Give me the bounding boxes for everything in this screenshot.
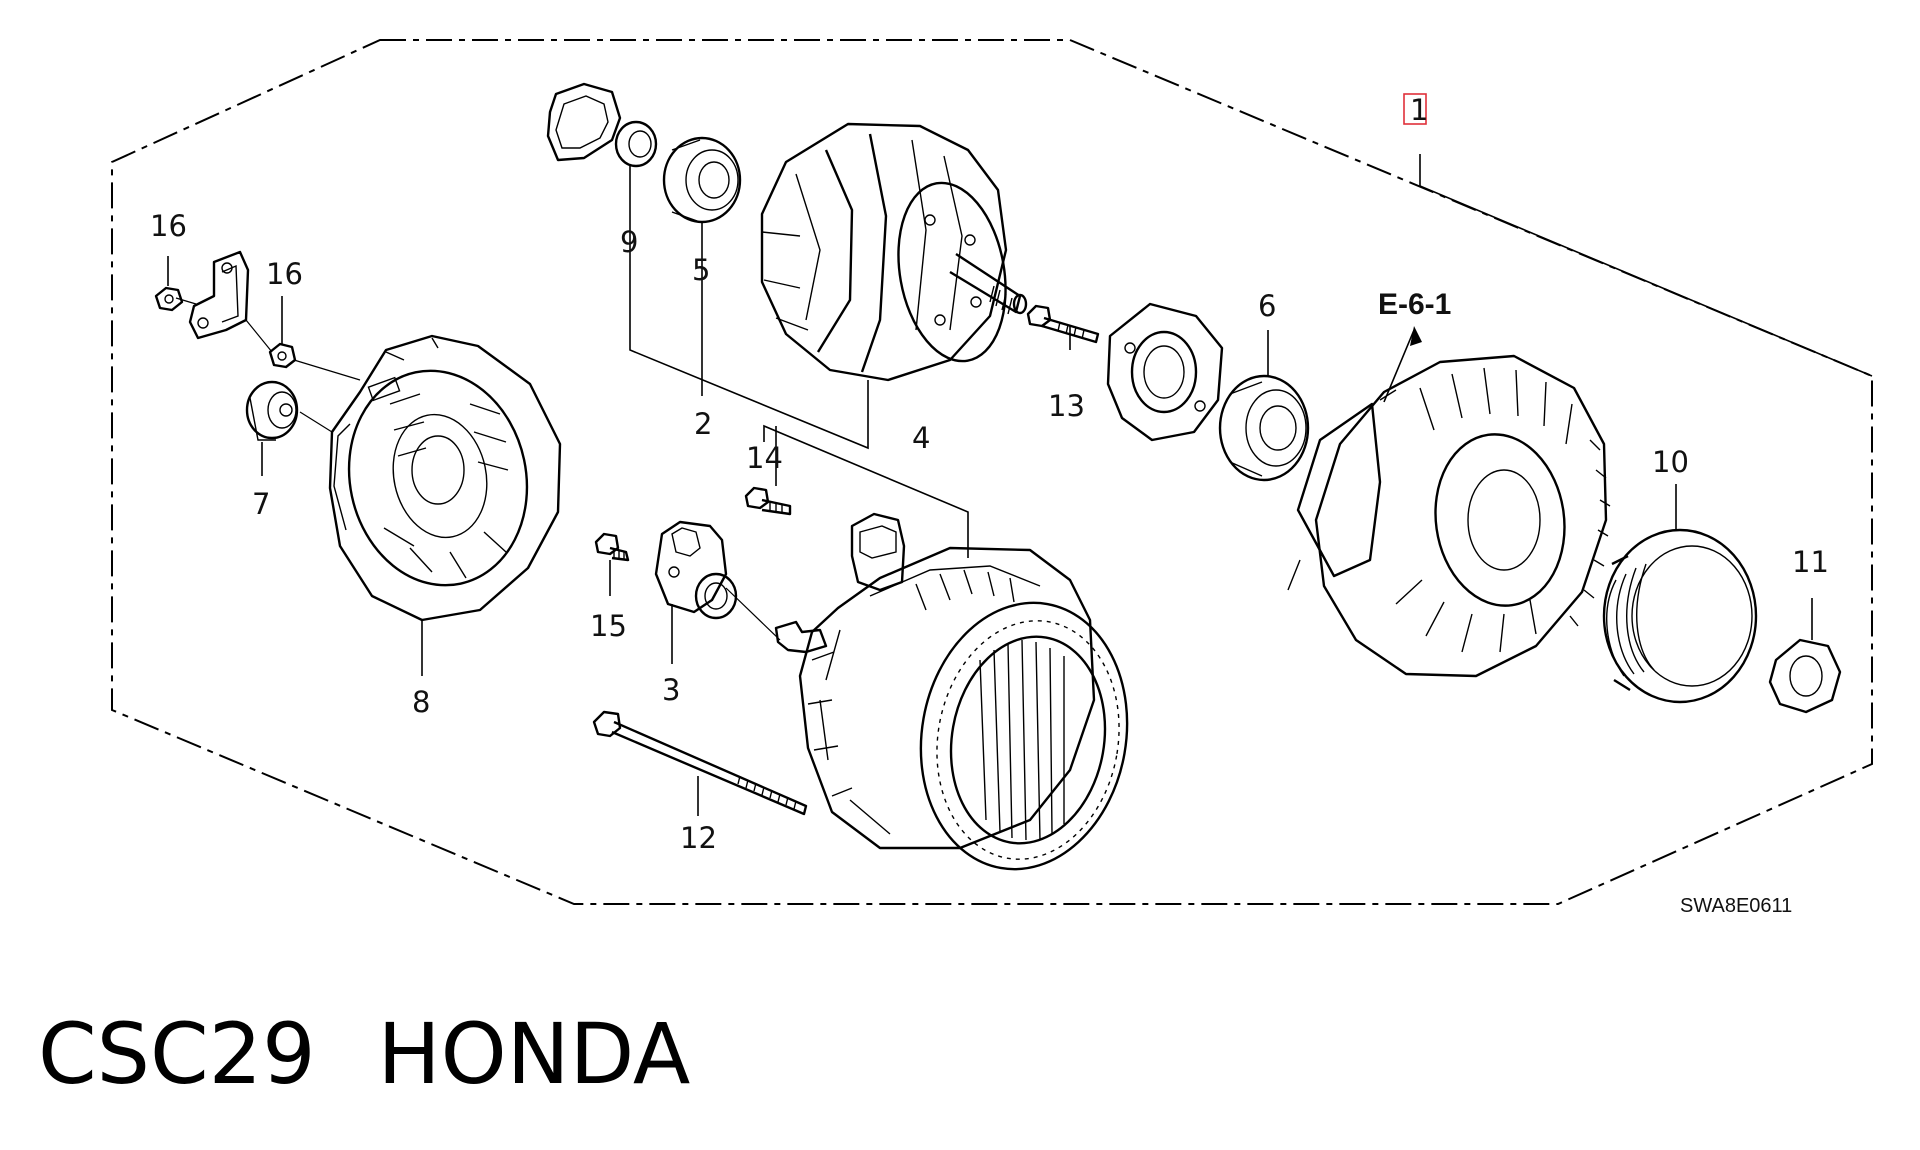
callout-15[interactable]: 15 — [590, 609, 627, 643]
callout-8[interactable]: 8 — [412, 685, 430, 719]
part-16-nut-left[interactable] — [154, 286, 184, 312]
callout-5[interactable]: 5 — [692, 253, 710, 287]
callout-3[interactable]: 3 — [662, 673, 680, 707]
part-code: CSC29 — [38, 1005, 316, 1103]
callout-13[interactable]: 13 — [1048, 389, 1085, 423]
part-14-screw[interactable] — [744, 486, 792, 516]
part-4-stator-housing[interactable] — [774, 512, 1148, 886]
part-5-bearing[interactable] — [662, 136, 742, 224]
leader-lines — [167, 154, 1873, 816]
assembly-boundary — [111, 39, 1873, 905]
callout-6[interactable]: 6 — [1258, 289, 1276, 323]
leader-4 — [763, 424, 969, 558]
callout-16-left[interactable]: 16 — [150, 209, 187, 243]
part-13-retainer-plate[interactable] — [1106, 302, 1224, 442]
part-16-bracket[interactable] — [188, 250, 250, 340]
callout-7[interactable]: 7 — [252, 487, 270, 521]
callout-12[interactable]: 12 — [680, 821, 717, 855]
part-3-brush-holder[interactable] — [654, 520, 738, 620]
callout-1[interactable]: 1 — [1410, 93, 1428, 127]
callout-1-highlight — [1403, 93, 1427, 125]
callout-10[interactable]: 10 — [1652, 445, 1689, 479]
callout-2[interactable]: 2 — [694, 407, 712, 441]
brand-name: HONDA — [377, 1005, 691, 1103]
reference-arrow-shaft — [1383, 329, 1415, 403]
drawing-code: SWA8E0611 — [1680, 895, 1792, 917]
part-2-rotor[interactable] — [760, 122, 1028, 382]
front-housing — [1287, 354, 1611, 678]
callout-16-right[interactable]: 16 — [266, 257, 303, 291]
part-10-pulley[interactable] — [1602, 528, 1758, 704]
reference-label[interactable]: E-6-1 — [1378, 288, 1451, 321]
callout-9[interactable]: 9 — [620, 225, 638, 259]
part-9-gasket[interactable] — [546, 82, 622, 162]
callout-4[interactable]: 4 — [912, 421, 930, 455]
part-6-bearing[interactable] — [1218, 374, 1310, 482]
part-15-screw[interactable] — [594, 532, 630, 562]
part-7-terminal-insulator[interactable] — [245, 380, 299, 441]
callout-11[interactable]: 11 — [1792, 545, 1829, 579]
part-13-screw[interactable] — [1026, 304, 1100, 344]
leader-1 — [1419, 154, 1873, 377]
part-16-nut-right[interactable] — [268, 342, 297, 369]
callout-14[interactable]: 14 — [746, 441, 783, 475]
part-12-through-bolt[interactable] — [592, 710, 808, 816]
reference-arrow-head — [1410, 326, 1422, 346]
part-9-seal[interactable] — [614, 120, 658, 168]
part-8-rear-cover[interactable] — [328, 334, 562, 622]
part-11-nut[interactable] — [1768, 638, 1842, 714]
leader-9-2 — [629, 264, 869, 450]
